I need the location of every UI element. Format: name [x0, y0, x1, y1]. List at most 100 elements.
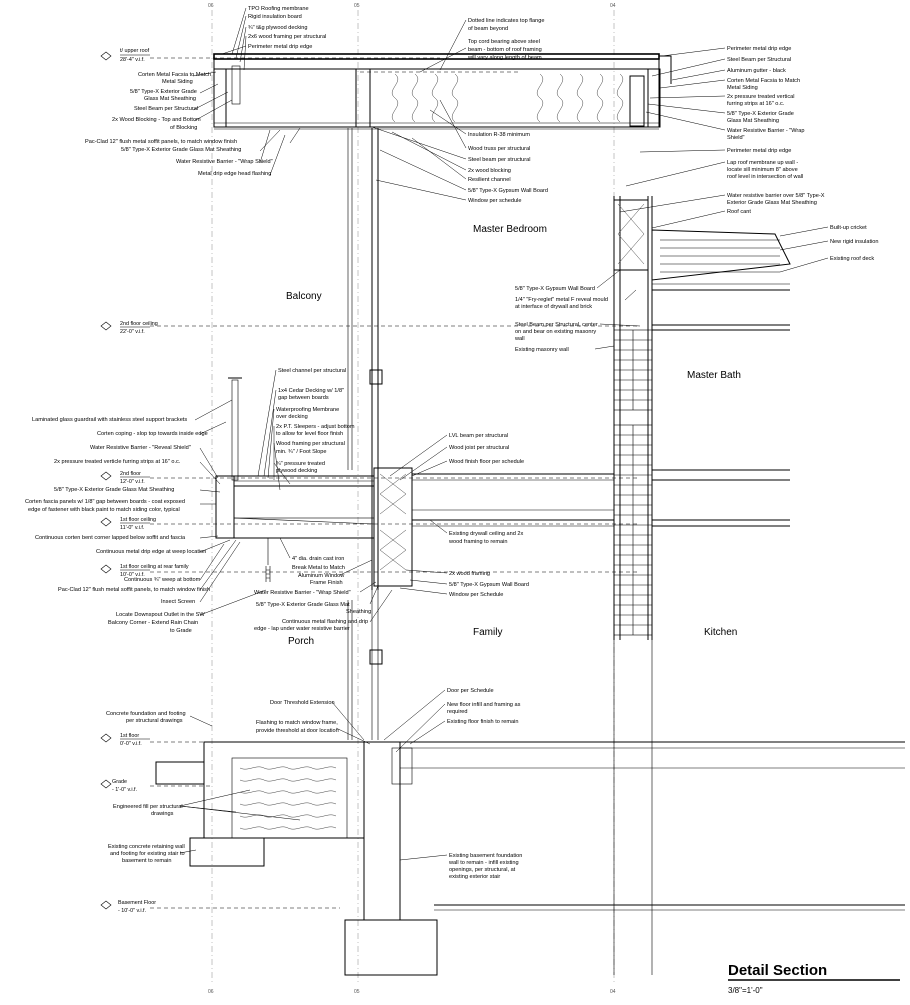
note: 2x pressure treated vertical — [727, 94, 794, 100]
note: Insulation R-38 minimum — [468, 132, 530, 138]
note: Wood finish floor per schedule — [449, 459, 524, 465]
level-name: 1st floor ceiling — [120, 517, 156, 523]
note: 5/8" Type-X Exterior Grade Glass Mat — [256, 602, 350, 608]
title-block: Detail Section 3/8"=1'-0" — [728, 962, 900, 995]
level-elev: - 1'-0" v.i.f. — [112, 787, 137, 793]
note: New rigid insulation — [830, 239, 879, 245]
level-marker-icon — [100, 321, 112, 331]
note: Resilient channel — [468, 177, 511, 183]
note: of Blocking — [170, 125, 197, 131]
grid-label-05-bottom: 05 — [354, 989, 360, 995]
note: Lap roof membrane up wall - — [727, 160, 798, 166]
note: Aluminum gutter - black — [727, 68, 786, 74]
note: Corten Metal Facsia to Match — [138, 72, 211, 78]
level-marker-icon — [100, 900, 112, 910]
note: Built-up cricket — [830, 225, 867, 231]
note: Continuous ¾" weep at bottom — [124, 577, 201, 583]
level-1st-floor-ceiling-rear: 1st floor ceiling at rear family 10'-0" … — [100, 564, 189, 578]
note: Concrete foundation and footing — [106, 711, 186, 717]
note: beam - bottom of roof framing — [468, 47, 542, 53]
note: Wood framing per structural — [276, 441, 345, 447]
room-balcony: Balcony — [286, 291, 322, 302]
note: Wood joist per structural — [449, 445, 509, 451]
note: 2x Wood Blocking - Top and Bottom — [112, 117, 201, 123]
note: Metal Siding — [727, 85, 758, 91]
walls — [347, 128, 791, 975]
level-marker-icon — [100, 471, 112, 481]
level-markers: t/ upper roof 28'-4" v.i.f. 2nd floor ce… — [100, 48, 189, 914]
note: Shield" — [727, 135, 745, 141]
note: 4" dia. drain cast iron — [292, 556, 344, 562]
note: Water Resistive Barrier - "Wrap — [727, 128, 805, 134]
note: 2x P.T. Sleepers - adjust bottom — [276, 424, 355, 430]
note: existing exterior stair — [449, 874, 500, 880]
note: New floor infill and framing as — [447, 702, 521, 708]
room-master-bath: Master Bath — [687, 370, 741, 381]
notes-floor1: Door Threshold Extension Flashing to mat… — [256, 688, 521, 753]
note: 5/8" Type-X Exterior Grade Glass Mat She… — [54, 487, 174, 493]
note: openings, per structural, at — [449, 867, 516, 873]
note-perimeter-drip-edge: Perimeter metal drip edge — [248, 44, 312, 50]
note: Wood truss per structural — [468, 146, 530, 152]
note: Existing concrete retaining wall — [108, 844, 185, 850]
notes-upper-right: Perimeter metal drip edge Steel Beam per… — [619, 46, 879, 273]
note: Locate Downspout Outlet in the SW — [116, 612, 205, 618]
sheet-scale: 3/8"=1'-0" — [728, 986, 763, 995]
note: Glass Mat Sheathing — [144, 96, 196, 102]
notes-upper-center: Dotted line indicates top flange of beam… — [371, 18, 548, 204]
level-marker-icon — [100, 733, 112, 743]
note: locate sill minimum 8" above — [727, 167, 798, 173]
level-1st-floor: 1st floor 0'-0" v.i.f. — [100, 733, 150, 747]
note: LVL beam per structural — [449, 433, 508, 439]
level-name: 1st floor — [120, 733, 139, 739]
note: on and bear on existing masonry — [515, 329, 596, 335]
note: Corten Metal Facsia to Match — [727, 78, 800, 84]
note: 5/8" Type-X Exterior Grade Glass Mat She… — [121, 147, 241, 153]
note: Steel beam per structural — [468, 157, 531, 163]
level-name: Basement Floor — [118, 900, 156, 906]
level-name: t/ upper roof — [120, 48, 150, 54]
note: Door per Schedule — [447, 688, 494, 694]
level-2nd-floor: 2nd floor 12'-0" v.i.f. — [100, 471, 150, 485]
room-labels: Master Bedroom Balcony Master Bath Porch… — [286, 224, 741, 647]
note: Waterproofing Membrane — [276, 407, 339, 413]
notes-mid-right: 5/8" Type-X Gypsum Wall Board 1/4" "Fry-… — [514, 269, 641, 353]
note: gap between boards — [278, 395, 329, 401]
note: Water Resistive Barrier - "Wrap Shield" — [254, 590, 351, 596]
note: edge of fastener with black paint to mat… — [28, 507, 180, 513]
note: drawings — [151, 811, 174, 817]
note: 1x4 Cedar Decking w/ 1/8" — [278, 388, 344, 394]
room-porch: Porch — [288, 636, 314, 647]
note: Existing floor finish to remain — [447, 719, 519, 725]
notes-balcony-center: Steel channel per structural 1x4 Cedar D… — [257, 368, 355, 491]
note: Steel channel per structural — [278, 368, 346, 374]
note: Door Threshold Extension — [270, 700, 335, 706]
note: Engineered fill per structural — [113, 804, 183, 810]
note: Pac-Clad 12" flush metal soffit panels, … — [85, 139, 237, 145]
note: Continuous corten bent corner lapped bel… — [35, 535, 186, 541]
level-marker-icon — [100, 517, 112, 527]
level-marker-icon — [100, 779, 112, 789]
note-rigid-insulation: Rigid insulation board — [248, 14, 302, 20]
note: Metal drip edge head flashing — [198, 171, 271, 177]
notes-foundation: Concrete foundation and footing per stru… — [106, 711, 522, 880]
level-upper-roof: t/ upper roof 28'-4" v.i.f. — [100, 48, 150, 63]
note: Pac-Clad 12" flush metal soffit panels, … — [58, 587, 210, 593]
roof-assembly — [213, 53, 672, 130]
grid-label-06-bottom: 06 — [208, 989, 214, 995]
note: Perimeter metal drip edge — [727, 46, 791, 52]
note: 5/8" Type-X Gypsum Wall Board — [449, 582, 529, 588]
room-master-bedroom: Master Bedroom — [473, 224, 547, 235]
room-family: Family — [473, 627, 502, 638]
note: and footing for existing stair to — [110, 851, 185, 857]
note: Aluminum Window — [298, 573, 345, 579]
note: Dotted line indicates top flange — [468, 18, 545, 24]
note: 2x wood framing — [449, 571, 490, 577]
sheet-title: Detail Section — [728, 962, 827, 979]
note: Existing roof deck — [830, 256, 874, 262]
foundation-assembly — [155, 741, 905, 976]
level-elev: - 10'-0" v.i.f. — [118, 908, 146, 914]
note: wall — [514, 336, 525, 342]
notes-balcony-left: Laminated glass guardrail with stainless… — [25, 399, 267, 634]
